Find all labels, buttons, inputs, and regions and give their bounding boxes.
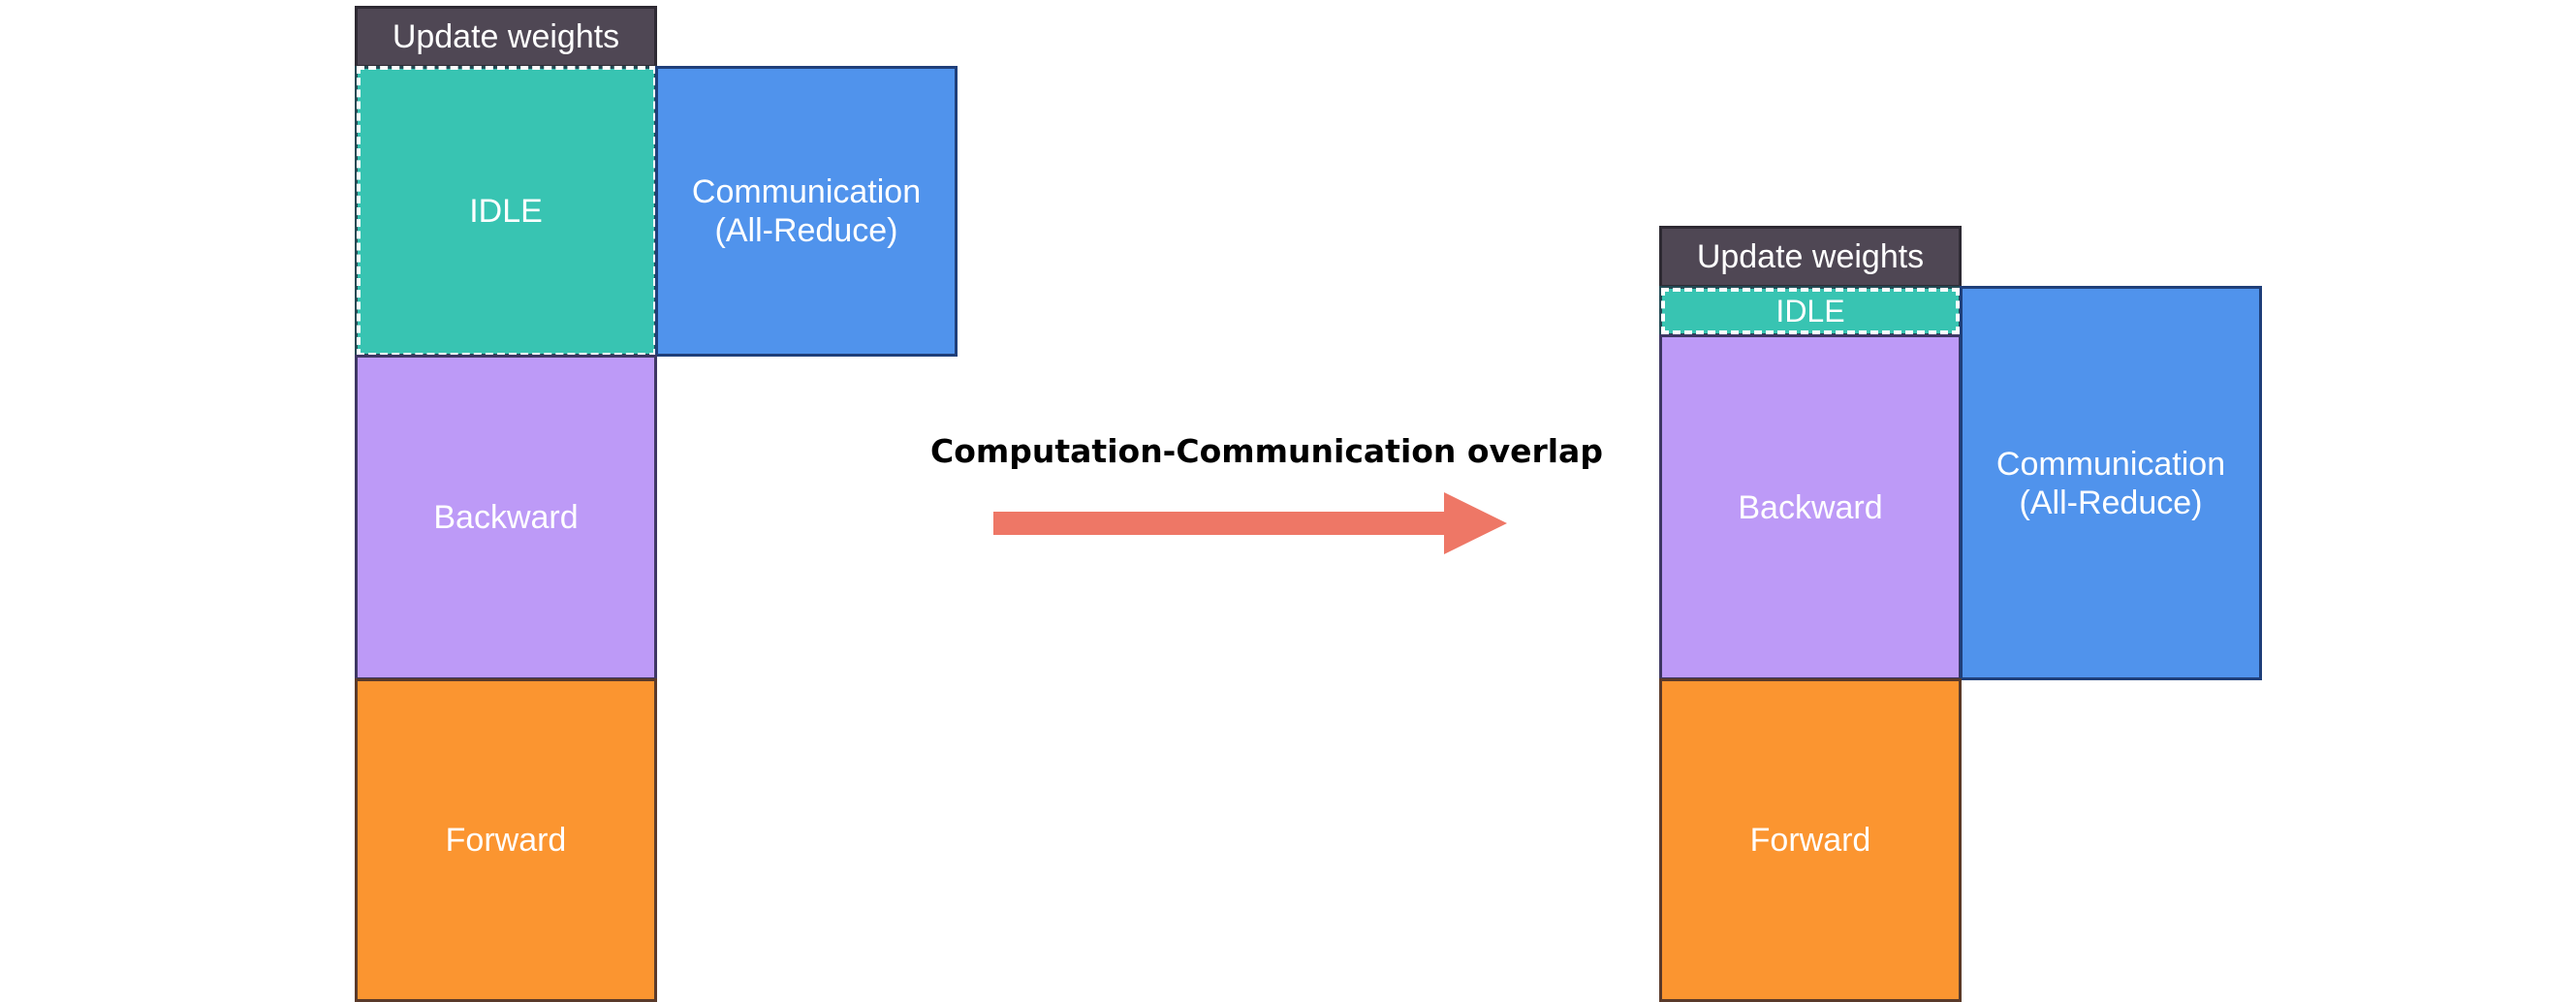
right-backward-label: Backward	[1738, 488, 1883, 526]
left-update-weights-block: Update weights	[355, 6, 657, 68]
right-idle-block: IDLE	[1659, 286, 1962, 336]
right-communication-label-line2: (All-Reduce)	[2019, 484, 2203, 521]
left-backward-label: Backward	[433, 499, 579, 536]
right-backward-block: Backward	[1659, 334, 1962, 680]
right-update-weights-label: Update weights	[1696, 238, 1925, 275]
left-forward-block: Forward	[355, 678, 657, 1002]
left-forward-label: Forward	[445, 822, 567, 859]
right-communication-label-line1: Communication	[1995, 445, 2226, 483]
left-communication-block: Communication (All-Reduce)	[655, 66, 958, 357]
left-backward-block: Backward	[355, 355, 657, 680]
right-idle-label: IDLE	[1775, 294, 1845, 329]
right-update-weights-block: Update weights	[1659, 226, 1962, 288]
left-update-weights-label: Update weights	[392, 18, 620, 55]
left-idle-label: IDLE	[469, 193, 543, 230]
left-idle-block: IDLE	[355, 66, 657, 357]
right-arrow-icon	[993, 492, 1507, 554]
left-communication-label-line1: Communication	[691, 173, 922, 210]
right-communication-block: Communication (All-Reduce)	[1960, 286, 2262, 680]
right-forward-label: Forward	[1749, 822, 1871, 859]
left-communication-label-line2: (All-Reduce)	[714, 212, 898, 249]
arrow-head	[1444, 492, 1507, 554]
right-forward-block: Forward	[1659, 678, 1962, 1002]
arrow-shaft	[993, 512, 1468, 535]
overlap-transition-label: Computation-Communication overlap	[930, 432, 1603, 470]
